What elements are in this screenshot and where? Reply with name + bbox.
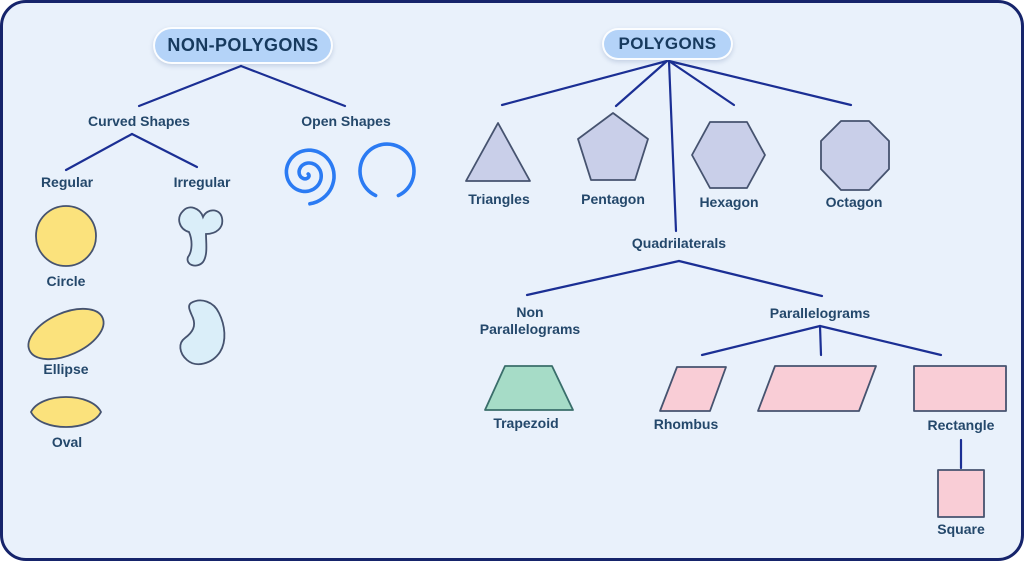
oval-shape xyxy=(29,396,103,428)
spiral-shape xyxy=(284,148,336,206)
edge-parallelograms-parallelogram xyxy=(818,324,823,357)
edge-polygons-octagon xyxy=(667,59,853,107)
parallelogram-shape xyxy=(757,365,877,412)
edge-nonpolygons-curved xyxy=(137,64,243,108)
edge-polygons-quadrilaterals xyxy=(667,59,678,233)
diagram-scene xyxy=(27,59,1007,518)
polygons-badge: POLYGONS xyxy=(602,28,733,60)
hexagon-shape xyxy=(691,121,766,189)
trapezoid-shape xyxy=(484,365,574,411)
regular-label: Regular xyxy=(40,174,94,190)
rectangle-label: Rectangle xyxy=(927,417,995,433)
octagon-label: Octagon xyxy=(825,194,883,210)
edge-polygons-pentagon xyxy=(614,59,669,108)
non-polygons-badge: NON-POLYGONS xyxy=(153,27,333,64)
rhombus-shape xyxy=(659,366,727,412)
circle-shape xyxy=(35,205,97,267)
triangle-shape xyxy=(465,122,531,182)
irregular-blob-shape xyxy=(178,206,224,267)
edge-curved-regular xyxy=(64,132,134,172)
edge-parallelograms-rhombus xyxy=(700,324,822,357)
irregular-label: Irregular xyxy=(173,174,231,190)
edge-parallelograms-rectangle xyxy=(818,324,943,357)
non-parallelograms-label: Non Parallelograms xyxy=(480,304,580,338)
polygon-shapes xyxy=(465,112,1007,518)
pentagon-label: Pentagon xyxy=(581,191,645,207)
rhombus-label: Rhombus xyxy=(653,416,719,432)
trapezoid-label: Trapezoid xyxy=(493,415,559,431)
non-parallelograms-label-line1: Non xyxy=(516,304,544,320)
edge-quad-parallelograms xyxy=(677,259,824,298)
edge-curved-irregular xyxy=(130,132,199,169)
octagon-shape xyxy=(820,120,890,191)
non-polygon-shapes xyxy=(27,142,416,428)
curved-shapes-label: Curved Shapes xyxy=(88,113,190,129)
edge-nonpolygons-open xyxy=(239,64,347,108)
ellipse-label: Ellipse xyxy=(43,361,89,377)
hexagon-label: Hexagon xyxy=(699,194,759,210)
edge-polygons-hexagon xyxy=(667,59,736,107)
rectangle-shape xyxy=(913,365,1007,412)
tree-connectors xyxy=(64,59,963,470)
edge-quad-nonparallelograms xyxy=(525,259,681,297)
square-shape xyxy=(937,469,985,518)
edge-polygons-triangles xyxy=(500,59,669,107)
open-circle-shape xyxy=(358,142,416,198)
circle-label: Circle xyxy=(46,273,86,289)
triangles-label: Triangles xyxy=(468,191,530,207)
irregular-bean-shape xyxy=(179,299,226,366)
open-shapes-label: Open Shapes xyxy=(301,113,391,129)
non-parallelograms-label-line2: Parallelograms xyxy=(479,321,581,337)
parallelograms-label: Parallelograms xyxy=(769,305,871,321)
pentagon-shape xyxy=(577,112,649,181)
oval-label: Oval xyxy=(51,434,83,450)
ellipse-shape xyxy=(27,307,105,361)
quadrilaterals-label: Quadrilaterals xyxy=(631,235,727,251)
square-label: Square xyxy=(937,521,985,537)
